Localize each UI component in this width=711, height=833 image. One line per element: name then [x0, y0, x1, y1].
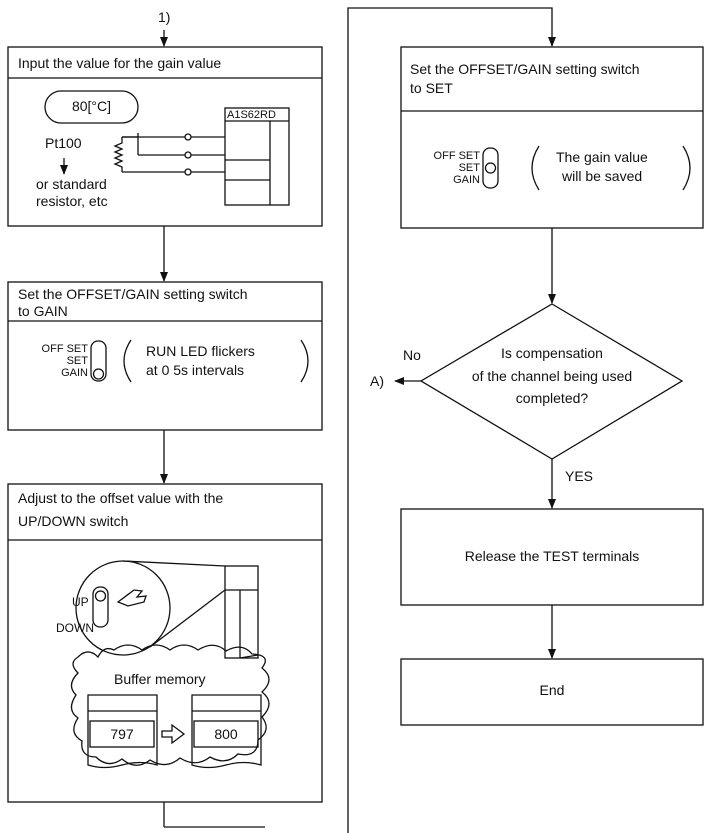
alt-sensor-label-2: resistor, etc — [36, 193, 108, 209]
end-box — [400, 658, 704, 726]
decision-line-3: completed? — [515, 390, 589, 406]
run-led-note-1: RUN LED flickers — [146, 343, 255, 359]
a1s62rd-module — [224, 107, 290, 206]
switch-label-set: SET — [458, 162, 480, 174]
terminal — [184, 168, 192, 176]
step-set-gain-title-2: to GAIN — [18, 303, 68, 319]
decision-line-2: of the channel being used — [471, 368, 633, 384]
pt100-sensor-icon — [113, 137, 124, 172]
alt-sensor-label-1: or standard — [36, 176, 107, 192]
step-input-gain-box — [7, 46, 323, 227]
note-paren-right — [300, 339, 309, 383]
memory-value-after: 800 — [214, 726, 238, 742]
note-paren-left — [531, 145, 540, 191]
down-label: DOWN — [56, 621, 94, 635]
run-led-note-2: at 0 5s intervals — [146, 362, 245, 378]
switch-zoom-circle — [75, 560, 171, 656]
step-set-gain-box — [7, 281, 323, 431]
switch-label-gain: GAIN — [453, 174, 480, 186]
buffer-memory-title: Buffer memory — [114, 671, 206, 687]
yes-label: YES — [565, 468, 594, 484]
step-adjust-title-2: UP/DOWN switch — [18, 513, 129, 529]
release-test-label: Release the TEST terminals — [464, 548, 640, 564]
entry-connector-label: 1) — [158, 9, 171, 25]
memory-doc-after — [191, 694, 262, 769]
no-label: No — [403, 347, 421, 363]
memory-value-before: 797 — [110, 726, 134, 742]
module-label: A1S62RD — [227, 109, 276, 121]
gain-saved-note-2: will be saved — [562, 168, 643, 184]
step-set-gain-title-1: Set the OFFSET/GAIN setting switch — [18, 286, 248, 302]
memory-value-after-box — [193, 720, 259, 748]
memory-doc-before — [87, 694, 158, 769]
step-set-save-title-2: to SET — [410, 80, 453, 96]
no-target-label: A) — [370, 373, 384, 389]
temperature-label: 80[°C] — [71, 98, 112, 114]
offset-gain-switch-icon — [90, 340, 107, 382]
gain-saved-note-1: The gain value — [556, 149, 648, 165]
switch-label-set: SET — [66, 355, 88, 367]
connector-top — [347, 7, 556, 833]
terminal — [184, 151, 192, 159]
step-adjust-offset-box — [7, 483, 323, 803]
switch-label-gain: GAIN — [61, 367, 88, 379]
note-paren-left — [123, 339, 132, 383]
switch-label-offset-set: OFF SET — [41, 343, 88, 355]
sensor-label: Pt100 — [45, 135, 82, 151]
step-input-gain-title: Input the value for the gain value — [18, 55, 222, 71]
terminal — [184, 133, 192, 141]
end-label: End — [539, 682, 565, 698]
decision-line-1: Is compensation — [501, 345, 603, 361]
step-adjust-title-1: Adjust to the offset value with the — [18, 490, 224, 506]
up-label: UP — [72, 595, 89, 609]
hollow-arrow-icon — [161, 723, 186, 745]
offset-set-switch-icon — [482, 147, 499, 189]
hand-icon — [116, 589, 147, 607]
note-paren-right — [682, 145, 691, 191]
temperature-bubble — [44, 90, 139, 124]
up-down-switch-icon — [92, 586, 109, 628]
step-set-save-title-1: Set the OFFSET/GAIN setting switch — [410, 61, 640, 77]
memory-value-before-box — [89, 720, 155, 748]
buffer-memory-cloud — [70, 644, 270, 766]
switch-label-offset-set: OFF SET — [433, 150, 480, 162]
module-side-view — [224, 565, 259, 659]
